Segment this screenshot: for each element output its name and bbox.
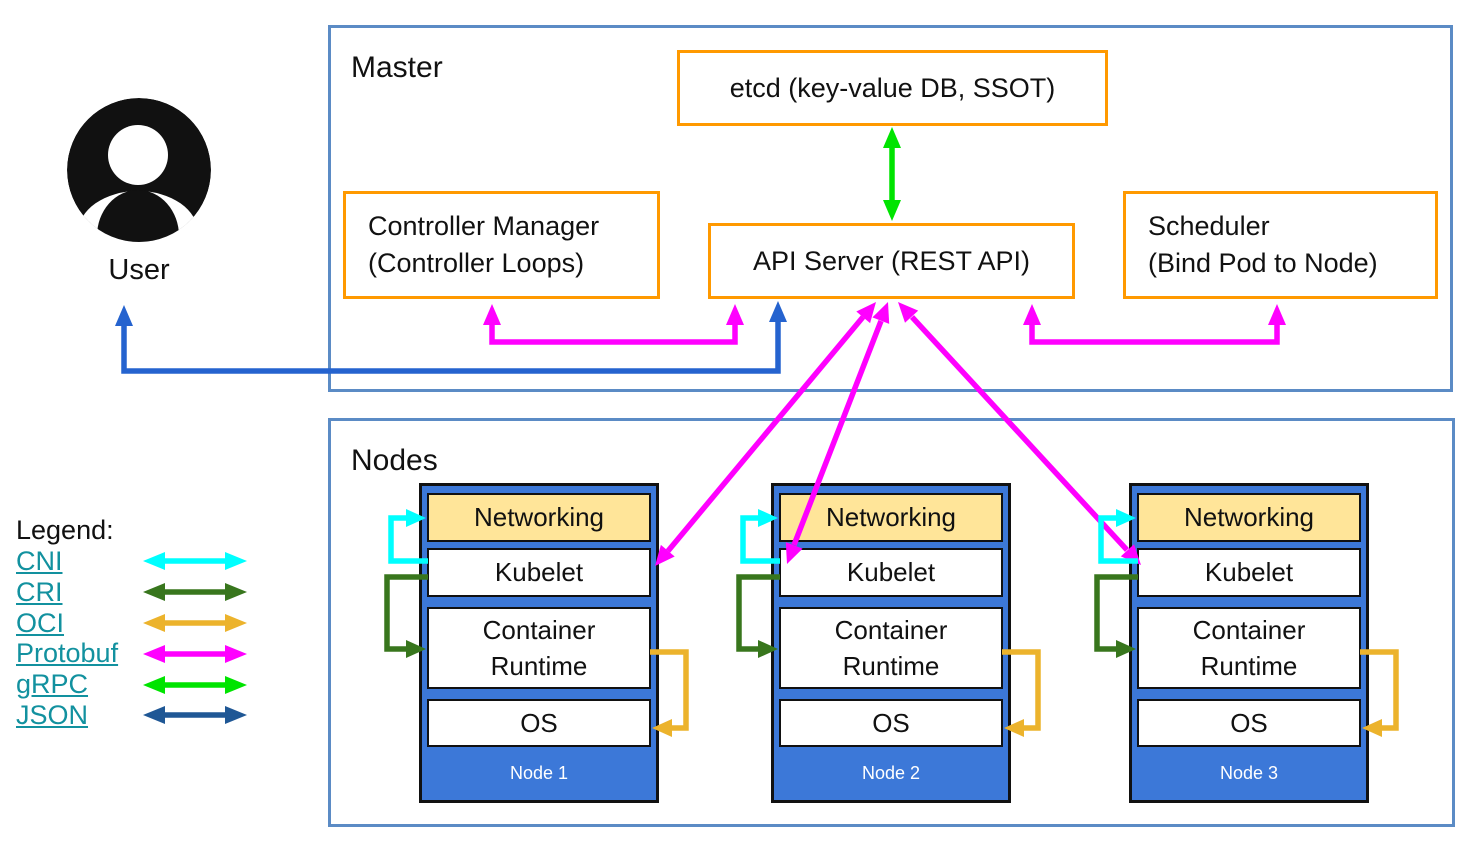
node-3: Networking Kubelet Container Runtime OS … [1129,483,1369,803]
user-icon [67,98,211,242]
scheduler-label-line2: (Bind Pod to Node) [1148,248,1378,278]
node-2-os-layer: OS [779,699,1003,747]
legend-row-protobuf: Protobuf [16,638,266,669]
legend-link-protobuf[interactable]: Protobuf [16,638,119,669]
node-3-label: Node 3 [1219,763,1279,783]
scheduler-label-line1: Scheduler [1148,211,1270,241]
node-1-label: Node 1 [509,763,569,783]
nodes-frame: Nodes [328,418,1455,827]
legend-row-oci: OCI [16,608,266,639]
oci-arrow-sample [143,613,247,632]
master-frame: Master [328,25,1453,392]
json-arrow-sample [143,706,247,725]
legend-link-cni[interactable]: CNI [16,545,63,576]
node-1-kubelet-layer: Kubelet [427,548,651,597]
etcd-label: etcd (key-value DB, SSOT) [729,72,1056,103]
user-label: User [108,254,170,286]
node-3-networking-layer: Networking [1137,493,1361,542]
legend-link-cri[interactable]: CRI [16,576,63,607]
node-3-kubelet-layer: Kubelet [1137,548,1361,597]
node-3-os-layer: OS [1137,699,1361,747]
node-3-container-runtime-layer: Container Runtime [1137,607,1361,689]
legend-link-oci[interactable]: OCI [16,607,65,638]
node-1-networking-layer: Networking [427,493,651,542]
etcd-box: etcd (key-value DB, SSOT) [677,50,1108,126]
controller-manager-label-line1: Controller Manager [368,211,600,241]
api-server-label: API Server (REST API) [752,245,1031,276]
legend-row-cri: CRI [16,577,266,608]
node-1: Networking Kubelet Container Runtime OS … [419,483,659,803]
legend-row-grpc: gRPC [16,669,266,700]
master-title: Master [351,51,443,84]
controller-manager-label-line2: (Controller Loops) [368,248,585,278]
node-1-container-runtime-layer: Container Runtime [427,607,651,689]
cri-arrow-sample [143,583,247,602]
scheduler-box: Scheduler (Bind Pod to Node) [1123,191,1438,299]
protobuf-arrow-sample [143,644,247,663]
legend-row-json: JSON [16,700,266,731]
legend-link-grpc[interactable]: gRPC [16,669,89,700]
grpc-arrow-sample [143,675,247,694]
legend: Legend: CNI CRI OCI Protobuf gRPC JSON [16,514,266,731]
node-2-container-runtime-layer: Container Runtime [779,607,1003,689]
legend-title: Legend: [16,515,114,545]
legend-row-cni: CNI [16,546,266,577]
node-2-kubelet-layer: Kubelet [779,548,1003,597]
node-2-label: Node 2 [861,763,921,783]
cni-arrow-sample [143,552,247,571]
api-server-box: API Server (REST API) [708,223,1075,299]
node-2: Networking Kubelet Container Runtime OS … [771,483,1011,803]
legend-link-json[interactable]: JSON [16,699,89,730]
node-2-networking-layer: Networking [779,493,1003,542]
nodes-title: Nodes [351,444,438,477]
controller-manager-box: Controller Manager (Controller Loops) [343,191,660,299]
node-1-os-layer: OS [427,699,651,747]
